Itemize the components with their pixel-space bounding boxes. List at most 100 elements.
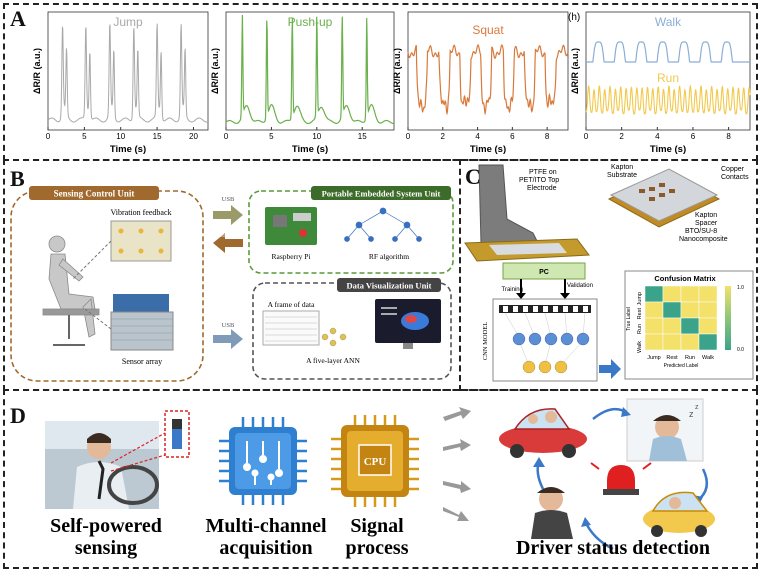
x-tick-label: 5 bbox=[269, 132, 274, 141]
device-layers bbox=[607, 168, 721, 228]
row-label-jump: Jump bbox=[637, 292, 643, 305]
raspberry-pi-board bbox=[265, 207, 317, 245]
rf-tree-icon bbox=[344, 207, 422, 242]
x-tick-label: 5 bbox=[82, 132, 87, 141]
x-tick-label: 0 bbox=[46, 132, 51, 141]
multichannel-chip-icon bbox=[219, 417, 307, 505]
x-tick-label: 10 bbox=[312, 132, 321, 141]
x-tick-label: 0 bbox=[224, 132, 229, 141]
y-axis-label: ΔR/R (a.u.) bbox=[210, 48, 220, 94]
y-axis-label: ΔR/R (a.u.) bbox=[392, 48, 402, 94]
series-line bbox=[585, 84, 751, 115]
series-name: Jump bbox=[113, 15, 143, 29]
confusion-grid bbox=[644, 285, 718, 351]
visualization-title-bg bbox=[337, 278, 441, 292]
x-axis-label: Time (s) bbox=[650, 144, 686, 155]
cnn-label: CNN MODEL bbox=[482, 322, 489, 360]
x-tick-label: 4 bbox=[655, 132, 660, 141]
driver-photo bbox=[45, 421, 159, 509]
series-line bbox=[225, 14, 394, 125]
control-label: Control bbox=[218, 232, 238, 239]
x-axis-label: Time (s) bbox=[292, 144, 328, 155]
series-name: Walk bbox=[655, 15, 682, 29]
x-axis-label: Time (s) bbox=[110, 144, 146, 155]
embedded-title: Portable Embedded System Unit bbox=[322, 189, 441, 199]
driver-status-illustrations: zz bbox=[499, 398, 715, 551]
x-tick-label: 20 bbox=[189, 132, 198, 141]
x-tick-label: 8 bbox=[726, 132, 731, 141]
predicted-label: Predicted Label bbox=[664, 363, 699, 369]
col-label-run: Run bbox=[685, 355, 695, 361]
plot-frame bbox=[225, 11, 395, 131]
scale-min: 0.0 bbox=[737, 347, 744, 353]
vibration-label: Vibration feedback bbox=[110, 208, 171, 217]
pc-label: PC bbox=[539, 269, 549, 276]
svg-text:z: z bbox=[695, 404, 699, 411]
x-tick-label: 0 bbox=[406, 132, 411, 141]
panel-c-label: C bbox=[465, 164, 481, 189]
y-axis-label: ΔR/R (a.u.) bbox=[570, 48, 580, 94]
sensor-board bbox=[113, 294, 169, 314]
ann-label: A five-layer ANN bbox=[306, 356, 360, 365]
sensing-title-bg bbox=[29, 186, 159, 200]
series-line bbox=[586, 41, 750, 63]
confusion-title: Confusion Matrix bbox=[654, 274, 716, 283]
usb-label-2: USB bbox=[222, 322, 235, 329]
usb-label-1: USB bbox=[222, 196, 235, 203]
x-tick-label: 6 bbox=[510, 132, 515, 141]
ann-icon bbox=[321, 327, 347, 347]
plot-frame bbox=[407, 11, 569, 131]
pc-box bbox=[502, 262, 586, 280]
visualization-box bbox=[252, 282, 452, 380]
sensor-label: Sensor array bbox=[122, 357, 162, 366]
sensing-control-box bbox=[10, 190, 204, 382]
row-label-run: Run bbox=[637, 324, 643, 334]
col-label-jump: Jump bbox=[647, 355, 660, 361]
row-label-rest: Rest bbox=[637, 308, 643, 320]
true-label: True Label bbox=[626, 307, 632, 331]
data-frame bbox=[262, 310, 320, 346]
x-tick-label: 10 bbox=[116, 132, 125, 141]
seated-person-icon bbox=[42, 235, 100, 346]
system-diagram: Sensing Control Unit Vibration feedback … bbox=[10, 186, 454, 382]
col-label-rest: Rest bbox=[666, 355, 678, 361]
rf-label: RF algorithm bbox=[369, 252, 409, 261]
visualization-title: Data Visualization Unit bbox=[346, 281, 431, 291]
color-scale bbox=[725, 286, 731, 350]
sensor-array bbox=[110, 311, 174, 351]
x-tick-label: 4 bbox=[475, 132, 480, 141]
sensor-chip bbox=[172, 419, 182, 429]
series-name: Squat bbox=[472, 23, 504, 37]
validation-label: Validation bbox=[567, 283, 593, 289]
control-arrow bbox=[213, 233, 243, 253]
col-label-walk: Walk bbox=[702, 355, 714, 361]
x-tick-label: 2 bbox=[619, 132, 624, 141]
workflow-diagram: CPU zz bbox=[45, 398, 715, 551]
series-name: Push-up bbox=[288, 15, 333, 29]
x-tick-label: 0 bbox=[584, 132, 589, 141]
panel-d-label: D bbox=[10, 403, 26, 428]
x-tick-label: 2 bbox=[441, 132, 446, 141]
sensor-highlight bbox=[164, 410, 190, 458]
plot-frame bbox=[47, 11, 209, 131]
raspberry-label: Raspberry Pi bbox=[272, 252, 311, 261]
x-axis-label: Time (s) bbox=[470, 144, 506, 155]
usb-arrow-2 bbox=[213, 329, 243, 349]
series-name: Run bbox=[657, 71, 679, 85]
panel-b-label: B bbox=[10, 166, 25, 191]
panel-d bbox=[3, 389, 758, 569]
plot-frame bbox=[585, 11, 751, 131]
svg-text:z: z bbox=[689, 409, 694, 419]
scale-max: 1.0 bbox=[737, 285, 744, 291]
frame-label: A frame of data bbox=[268, 300, 316, 309]
vibration-pad bbox=[110, 220, 172, 262]
cpu-chip-icon: CPU bbox=[331, 415, 419, 507]
